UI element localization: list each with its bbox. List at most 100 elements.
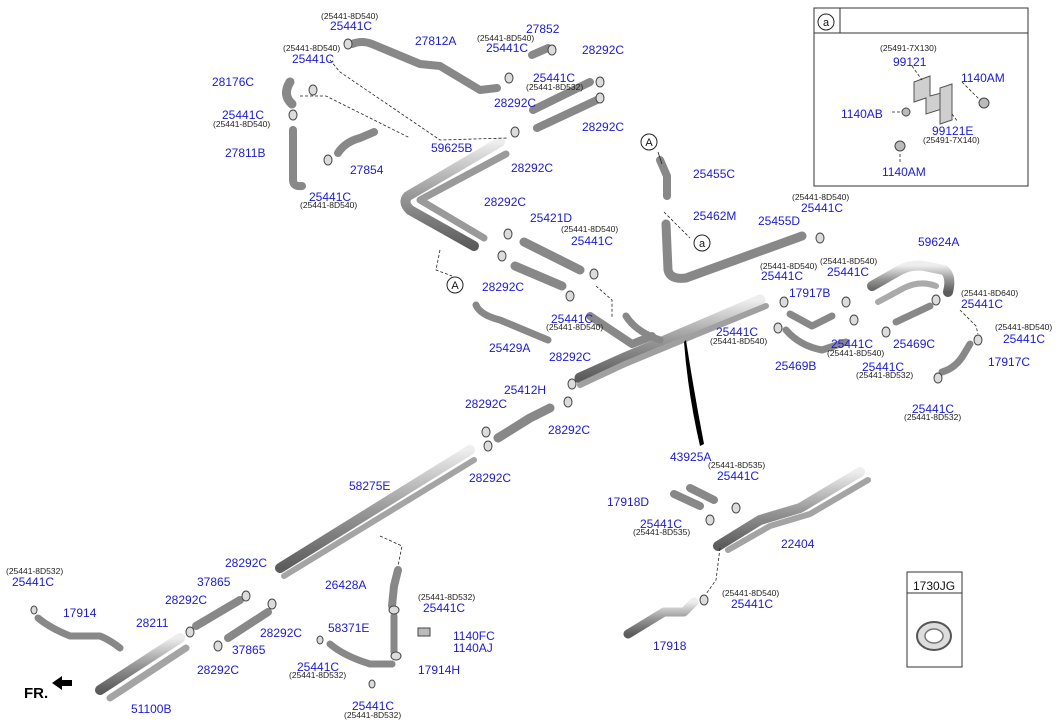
- part-label: 25429A: [489, 341, 531, 355]
- part-label: 25441C: [640, 517, 683, 531]
- part-label: 25441C: [571, 234, 614, 248]
- part-label: 1140AM: [961, 71, 1005, 85]
- part-label: 43925A: [670, 450, 712, 464]
- part-label: 22404: [781, 537, 815, 551]
- part-label: 26428A: [325, 578, 367, 592]
- callout-circle: a: [693, 234, 711, 252]
- part-label: 25469B: [775, 359, 817, 373]
- part-label: 28292C: [469, 471, 512, 485]
- part-label: 28292C: [465, 397, 508, 411]
- part-ref-note: (25491-7X130): [880, 43, 937, 53]
- part-label: 28292C: [197, 663, 240, 677]
- part-ref-note: (25441-8D532): [904, 412, 962, 422]
- part-label: 27811B: [225, 146, 266, 160]
- part-label: 25441C: [961, 297, 1004, 311]
- part-label: 99121: [893, 55, 927, 69]
- part-label: 17914: [63, 606, 97, 620]
- part-label: 28292C: [549, 350, 592, 364]
- part-label: 28292C: [165, 593, 208, 607]
- part-label: 27812A: [415, 34, 457, 48]
- part-label: 1140AM: [882, 165, 926, 179]
- part-label: 25441C: [12, 575, 55, 589]
- part-label: 25441C: [912, 402, 955, 416]
- part-label: 25441C: [486, 41, 529, 55]
- part-ref-note: (25441-8D540): [300, 200, 358, 210]
- part-label: 37865: [197, 575, 231, 589]
- part-label: 25441C: [1003, 332, 1046, 346]
- part-label: 1140AJ: [453, 641, 493, 655]
- part-label: 25462M: [693, 209, 737, 223]
- part-label: 1140FC: [453, 629, 495, 643]
- part-label: 25441C: [731, 597, 774, 611]
- part-ref-note: (25441-8D540): [760, 261, 818, 271]
- part-ref-note: (25441-8D532): [418, 592, 476, 602]
- callout-letter: A: [451, 280, 459, 292]
- part-ref-note: (25441-8D540): [722, 588, 780, 598]
- part-label: 59625B: [431, 141, 473, 155]
- part-ref-note: (25441-8D532): [289, 670, 347, 680]
- bracket-99121: [913, 75, 953, 125]
- part-ref-note: (25491-7X140): [923, 135, 980, 145]
- part-label: 25441C: [352, 699, 395, 713]
- part-ref-note: (25441-8D540): [213, 119, 271, 129]
- part-label: 25441C: [533, 71, 576, 85]
- part-label: 37865: [232, 643, 266, 657]
- part-ref-note: (25441-8D540): [283, 43, 341, 53]
- part-label: 25455C: [693, 167, 736, 181]
- part-label: 25441C: [827, 265, 870, 279]
- part-ref-note: (25441-8D540): [792, 192, 850, 202]
- part-label: 25441C: [831, 337, 874, 351]
- part-label: 28292C: [225, 556, 268, 570]
- part-label: 28292C: [260, 626, 303, 640]
- part-ref-note: (25441-8D540): [546, 322, 604, 332]
- part-label: FR.: [24, 685, 49, 702]
- part-label: 58371E: [328, 621, 370, 635]
- part-label: 25441C: [716, 325, 759, 339]
- callout-circle: a: [817, 13, 835, 31]
- part-label: 25441C: [801, 201, 844, 215]
- bolt-icons: [894, 97, 990, 152]
- part-label: 28292C: [582, 43, 625, 57]
- part-ref-note: (25441-8D535): [708, 460, 766, 470]
- part-label: 25441C: [717, 469, 760, 483]
- part-label: 28176C: [212, 75, 255, 89]
- part-label: 99121E: [932, 124, 974, 138]
- part-label: 28292C: [511, 161, 554, 175]
- part-ref-note: (25441-8D532): [344, 710, 402, 720]
- part-label: 25441C: [309, 190, 352, 204]
- part-label: 1140AB: [841, 107, 883, 121]
- tubes: [34, 38, 974, 702]
- part-label: 27852: [526, 22, 560, 36]
- part-ref-note: (25441-8D540): [561, 224, 619, 234]
- bolt-1140FC: [417, 627, 431, 637]
- part-label: 28292C: [494, 96, 537, 110]
- part-label: 17918D: [607, 495, 650, 509]
- part-ref-note: (25441-8D540): [995, 322, 1053, 332]
- front-arrow-icon: [52, 676, 72, 690]
- callout-circle: A: [446, 276, 464, 294]
- part-ref-note: (25441-8D540): [827, 348, 885, 358]
- part-label: 25441C: [292, 52, 335, 66]
- part-label: 25441C: [330, 19, 373, 33]
- part-ref-note: (25441-8D535): [633, 527, 691, 537]
- callout-circle: A: [640, 133, 658, 151]
- part-ref-note: (25441-8D540): [820, 256, 878, 266]
- part-ref-note: (25441-8D540): [321, 11, 379, 21]
- part-label: 28292C: [482, 280, 525, 294]
- grommet-box: [906, 571, 963, 668]
- part-label: 1730JG: [913, 579, 956, 593]
- part-ref-note: (25441-8D640): [961, 288, 1019, 298]
- part-label: 25441C: [551, 312, 594, 326]
- part-label: 25412H: [504, 383, 547, 397]
- part-label: 17917C: [988, 355, 1031, 369]
- part-ref-note: (25441-8D540): [477, 33, 535, 43]
- part-label: 28292C: [484, 195, 527, 209]
- part-ref-note: (25441-8D532): [526, 82, 584, 92]
- part-label: 17918: [653, 639, 687, 653]
- part-label: 59624A: [918, 235, 960, 249]
- part-label: 28292C: [548, 423, 591, 437]
- part-ref-note: (25441-8D532): [6, 566, 64, 576]
- part-label: 25455D: [758, 214, 801, 228]
- part-label: 58275E: [349, 479, 391, 493]
- part-label: 17917B: [789, 286, 831, 300]
